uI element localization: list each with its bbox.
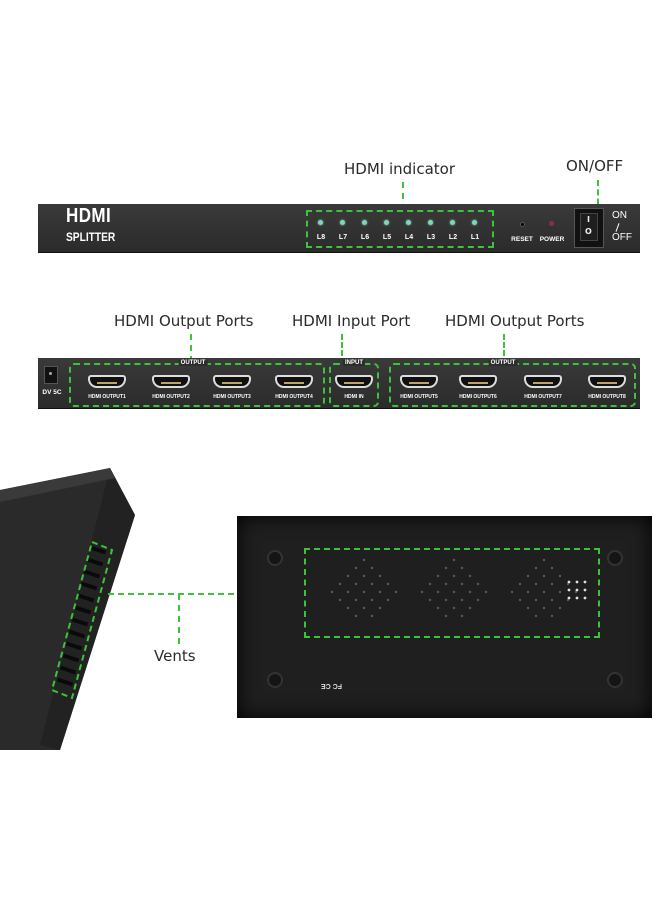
bottom-vents-highlight-box xyxy=(304,548,600,638)
port-label: HDMI IN xyxy=(344,394,364,400)
callout-output-ports-right: HDMI Output Ports xyxy=(445,312,585,330)
led-label: L6 xyxy=(360,234,370,241)
led-indicator-l7 xyxy=(340,220,345,225)
switch-off-glyph: O xyxy=(585,227,592,236)
leader-line-output-left xyxy=(190,334,192,362)
callout-on-off: ON/OFF xyxy=(566,157,624,175)
port-label: HDMI OUTPUT6 xyxy=(459,394,497,400)
switch-on-label: ON xyxy=(612,210,627,221)
hdmi-output-port-3[interactable] xyxy=(213,375,251,388)
front-panel: HDMI SPLITTER L8 L7 L6 L5 L4 L3 L2 L1 RE… xyxy=(38,204,640,252)
hdmi-output-port-1[interactable] xyxy=(88,375,126,388)
leader-line-switch xyxy=(597,180,599,214)
leader-line-indicator xyxy=(402,182,404,210)
power-led xyxy=(549,221,554,226)
led-label: L7 xyxy=(338,234,348,241)
callout-output-ports-left: HDMI Output Ports xyxy=(114,312,254,330)
switch-slash xyxy=(615,223,620,232)
power-label: POWER xyxy=(539,236,565,243)
led-indicator-l8 xyxy=(318,220,323,225)
rubber-foot xyxy=(607,550,623,566)
callout-input-port: HDMI Input Port xyxy=(292,312,411,330)
port-label: HDMI OUTPUT4 xyxy=(275,394,313,400)
rubber-foot xyxy=(607,672,623,688)
leader-line-vents-vertical xyxy=(178,594,180,644)
power-switch[interactable]: I O xyxy=(574,208,604,248)
leader-line-vents-horizontal xyxy=(108,593,304,595)
reset-label: RESET xyxy=(511,236,533,243)
led-indicator-l5 xyxy=(384,220,389,225)
switch-off-label: OFF xyxy=(612,232,632,243)
led-indicator-l2 xyxy=(450,220,455,225)
rubber-foot xyxy=(267,550,283,566)
back-panel: DV 5C OUTPUT HDMI OUTPUT1 HDMI OUTPUT2 H… xyxy=(38,358,640,408)
led-indicator-l3 xyxy=(428,220,433,225)
brand-title: HDMI xyxy=(66,205,112,227)
output-group-right-label: OUTPUT xyxy=(488,360,518,366)
led-indicator-l4 xyxy=(406,220,411,225)
indicator-highlight-box xyxy=(306,210,494,248)
port-label: HDMI OUTPUT1 xyxy=(88,394,126,400)
led-label: L1 xyxy=(470,234,480,241)
switch-on-glyph: I xyxy=(587,215,590,224)
hdmi-output-port-2[interactable] xyxy=(152,375,190,388)
led-label: L3 xyxy=(426,234,436,241)
dc-label: DV 5C xyxy=(42,389,62,396)
hdmi-input-port[interactable] xyxy=(335,375,373,388)
certification-marks: FC CE xyxy=(321,682,342,689)
reset-pinhole[interactable] xyxy=(520,222,525,227)
hdmi-output-port-6[interactable] xyxy=(459,375,497,388)
bottom-vent-holes xyxy=(330,558,587,618)
leader-line-output-right xyxy=(503,334,505,364)
hdmi-output-port-7[interactable] xyxy=(524,375,562,388)
led-label: L2 xyxy=(448,234,458,241)
side-vent-slots xyxy=(50,540,114,700)
input-group-label: INPUT xyxy=(343,360,365,366)
led-indicator-l6 xyxy=(362,220,367,225)
dc-power-jack[interactable] xyxy=(44,366,58,384)
led-label: L4 xyxy=(404,234,414,241)
output-group-left-label: OUTPUT xyxy=(178,360,208,366)
case-bottom-view: FC CE xyxy=(237,516,652,718)
port-label: HDMI OUTPUT8 xyxy=(588,394,626,400)
callout-hdmi-indicator: HDMI indicator xyxy=(344,160,455,178)
hdmi-output-port-4[interactable] xyxy=(275,375,313,388)
hdmi-output-port-8[interactable] xyxy=(588,375,626,388)
port-label: HDMI OUTPUT7 xyxy=(524,394,562,400)
hdmi-output-port-5[interactable] xyxy=(400,375,438,388)
rubber-foot xyxy=(267,672,283,688)
port-label: HDMI OUTPUT3 xyxy=(213,394,251,400)
callout-vents: Vents xyxy=(154,647,196,665)
led-label: L5 xyxy=(382,234,392,241)
led-indicator-l1 xyxy=(472,220,477,225)
rocker: I O xyxy=(580,213,598,241)
port-label: HDMI OUTPUT5 xyxy=(400,394,438,400)
led-label: L8 xyxy=(316,234,326,241)
leader-line-input xyxy=(341,334,343,364)
port-label: HDMI OUTPUT2 xyxy=(152,394,190,400)
brand-subtitle: SPLITTER xyxy=(66,230,116,244)
